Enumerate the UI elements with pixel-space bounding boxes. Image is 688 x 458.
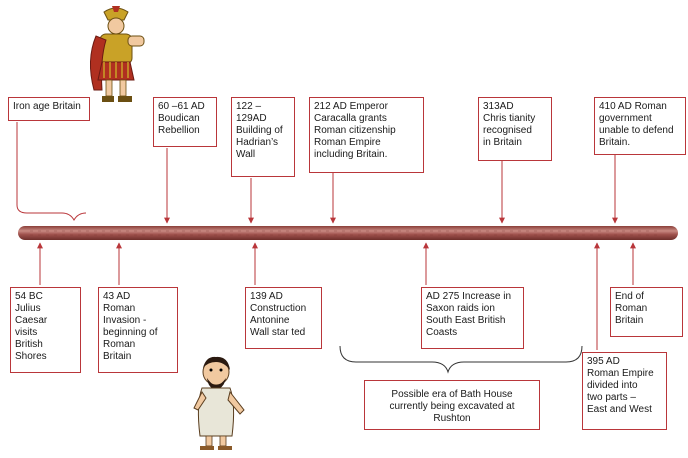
event-box-boudican: 60 –61 AD Boudican Rebellion	[153, 97, 217, 147]
event-box-defend: 410 AD Roman government unable to defend…	[594, 97, 686, 155]
event-box-antonine: 139 AD Construction Antonine Wall star t…	[245, 287, 322, 349]
roman-citizen-illustration	[193, 356, 245, 450]
event-box-iron-age: Iron age Britain	[8, 97, 90, 121]
event-box-christianity: 313AD Chris tianity recognised in Britai…	[478, 97, 552, 161]
event-box-divided: 395 AD Roman Empire divided into two par…	[582, 352, 667, 430]
event-box-end: End of Roman Britain	[610, 287, 683, 337]
timeline-bar-texture	[30, 230, 660, 236]
timeline-bar	[18, 226, 678, 240]
iron-age-bracket	[16, 122, 87, 222]
roman-soldier-illustration	[90, 6, 145, 102]
bath-house-box: Possible era of Bath House currently bei…	[364, 380, 540, 430]
event-box-saxon: AD 275 Increase in Saxon raids ion South…	[421, 287, 524, 349]
event-box-caesar: 54 BC Julius Caesar visits British Shore…	[10, 287, 81, 373]
event-box-hadrian: 122 – 129AD Building of Hadrian’s Wall	[231, 97, 295, 177]
bath-house-brace	[339, 345, 583, 374]
event-box-invasion: 43 AD Roman Invasion - beginning of Roma…	[98, 287, 178, 373]
event-box-caracalla: 212 AD Emperor Caracalla grants Roman ci…	[309, 97, 424, 173]
